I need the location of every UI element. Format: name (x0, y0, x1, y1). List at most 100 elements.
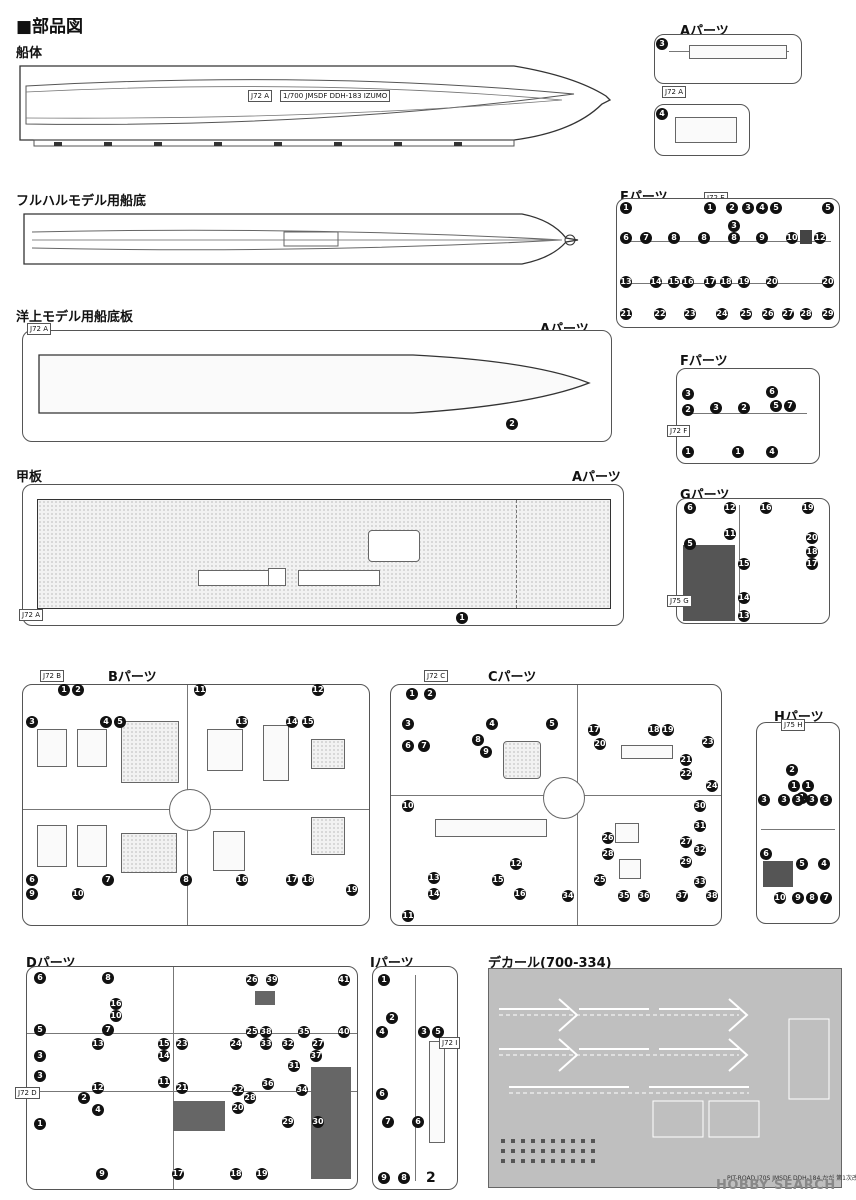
num-e: 3 (742, 202, 754, 214)
num-e: 16 (682, 276, 694, 288)
num-d: 34 (296, 1084, 308, 1096)
part-b-5 (121, 721, 179, 783)
num-c: 34 (562, 890, 574, 902)
hull-stamp: J72 A (248, 90, 272, 102)
num-b: 7 (102, 874, 114, 886)
num-d: 31 (288, 1060, 300, 1072)
num-i: 7 (382, 1116, 394, 1128)
num-c: 30 (694, 800, 706, 812)
num-b: 8 (180, 874, 192, 886)
num-d: 17 (172, 1168, 184, 1180)
num-e: 17 (704, 276, 716, 288)
deck-opening-3 (268, 568, 286, 586)
sprue-h-frame: J75 H (756, 719, 840, 924)
num-c: 10 (402, 800, 414, 812)
hull-stamp-text: 1/700 JMSDF DDH-183 IZUMO (280, 90, 391, 102)
num-g: 6 (684, 502, 696, 514)
num-b: 19 (346, 884, 358, 896)
hull-drawing (19, 65, 612, 147)
num-b: 11 (194, 684, 206, 696)
num-d: 3 (34, 1050, 46, 1062)
num-h: 1 (788, 780, 800, 792)
sprue-c-label: Cパーツ (488, 670, 537, 685)
num-f: 2 (682, 404, 694, 416)
sprue-e-numbers: 1 1 2 3 4 5 5 3 6 7 8 8 8 9 10 12 13 14 … (616, 198, 838, 326)
num-f: 3 (682, 388, 694, 400)
part-b-15 (311, 739, 345, 769)
part-b-8 (121, 833, 177, 873)
num-e: 6 (620, 232, 632, 244)
num-i: 3 (418, 1026, 430, 1038)
num-g: 18 (806, 546, 818, 558)
num-e: 1 (704, 202, 716, 214)
part-a-4 (675, 117, 737, 143)
num-g: 14 (738, 592, 750, 604)
num-g: 20 (806, 532, 818, 544)
sprue-d-dark-part-3 (255, 991, 275, 1005)
sprue-d-code: J72 D (15, 1087, 40, 1099)
num-e: 4 (756, 202, 768, 214)
deck-opening-2 (298, 570, 380, 586)
num-c: 22 (680, 768, 692, 780)
num-f: 6 (766, 386, 778, 398)
part-c-20 (621, 745, 673, 759)
num-e: 19 (738, 276, 750, 288)
num-e: 13 (620, 276, 632, 288)
num-i: 5 (432, 1026, 444, 1038)
num-d: 29 (282, 1116, 294, 1128)
decal-credit: PIT-ROAD J70S JMSDF DDH-184 かが 第1次改装後 70… (727, 1175, 856, 1182)
num-b: 18 (302, 874, 314, 886)
part-b-14 (263, 725, 289, 781)
part-b-6 (37, 825, 67, 867)
num-c: 21 (680, 754, 692, 766)
num-h: 2 (786, 764, 798, 776)
num-e: 26 (762, 308, 774, 320)
num-b: 15 (302, 716, 314, 728)
num-e: 14 (650, 276, 662, 288)
num-d: 26 (246, 974, 258, 986)
decal-sheet: PIT-ROAD J70S JMSDF DDH-184 かが 第1次改装後 70… (488, 968, 856, 1188)
num-d: 25 (246, 1026, 258, 1038)
num-e: 8 (698, 232, 710, 244)
page-number: 2 (426, 1170, 436, 1186)
section-decal-label: デカール(700-334) (488, 956, 612, 971)
num-d: 28 (244, 1092, 256, 1104)
part-b-16 (213, 831, 245, 871)
num-d: 11 (158, 1076, 170, 1088)
sprue-a-top-code: J72 A (662, 86, 686, 98)
num-i: 1 (378, 974, 390, 986)
num-g: 17 (806, 558, 818, 570)
num-c: 6 (402, 740, 414, 752)
num-e: 15 (668, 276, 680, 288)
num-d: 22 (232, 1084, 244, 1096)
num-c: 19 (662, 724, 674, 736)
section-waterline-plate-label: 洋上モデル用船底板 (16, 310, 134, 325)
part-i-5 (429, 1041, 445, 1143)
num-c: 16 (514, 888, 526, 900)
num-f: 1 (732, 446, 744, 458)
sprue-h-dark-part (763, 861, 793, 887)
decal-markings (499, 998, 830, 1163)
num-c: 4 (486, 718, 498, 730)
num-c: 32 (694, 844, 706, 856)
num-e: 9 (756, 232, 768, 244)
num-d: 19 (256, 1168, 268, 1180)
num-c: 36 (638, 890, 650, 902)
sprue-f-code: J72 F (667, 425, 691, 437)
num-c: 18 (648, 724, 660, 736)
num-d: 32 (282, 1038, 294, 1050)
num-d: 5 (34, 1024, 46, 1036)
num-e: 5 (822, 202, 834, 214)
num-a-1: 1 (456, 612, 468, 624)
num-c: 31 (694, 820, 706, 832)
sprue-h-code: J75 H (781, 719, 806, 731)
num-b: 10 (72, 888, 84, 900)
num-d: 20 (232, 1102, 244, 1114)
page-title: ■部品図 (16, 17, 84, 37)
num-c: 17 (588, 724, 600, 736)
num-f: 2 (738, 402, 750, 414)
num-c: 23 (702, 736, 714, 748)
num-a-4: 4 (656, 108, 668, 120)
num-i: 8 (398, 1172, 410, 1184)
num-h: 3 (806, 794, 818, 806)
